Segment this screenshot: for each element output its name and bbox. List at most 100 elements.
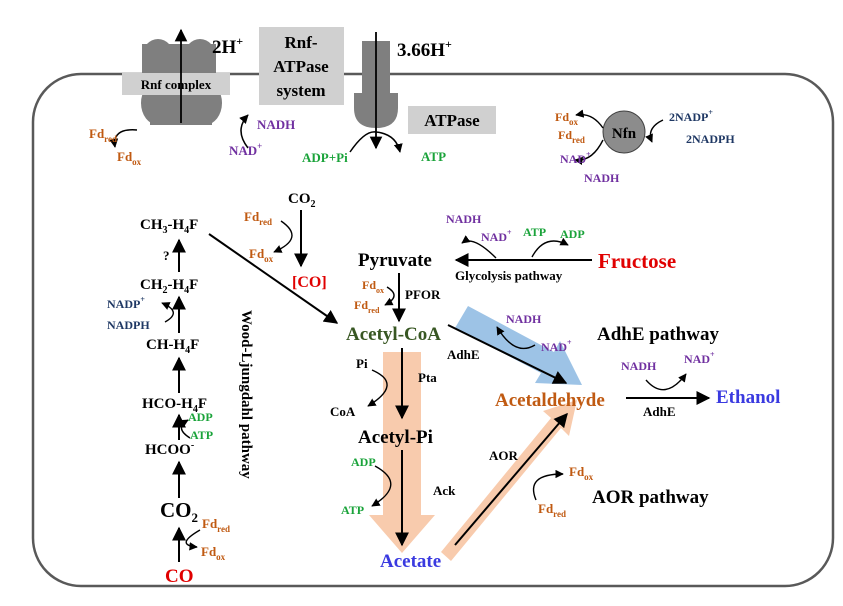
wl-ch2-h4f: CH2-H4F	[140, 277, 198, 296]
rnf-complex-label: Rnf complex	[141, 77, 212, 92]
nfn-fd-arrow	[575, 109, 604, 129]
wl-fd-arrow	[185, 529, 201, 551]
rnf-fd-ox: Fdox	[117, 149, 142, 167]
acetyl-pi: Acetyl-Pi	[358, 427, 433, 448]
wl-nadph-arrow	[161, 302, 174, 323]
system-label-3: system	[276, 81, 325, 100]
carbonyl-fd-red: Fdred	[244, 209, 272, 227]
adhe2-nad-arrow	[645, 373, 687, 391]
ack-adp: ADP	[351, 455, 376, 469]
rnf-nad: NAD+	[229, 141, 262, 158]
membrane-atp: ATP	[421, 149, 446, 164]
adp-pi: ADP+Pi	[302, 150, 348, 165]
wl-co: CO	[165, 566, 194, 587]
system-label-1: Rnf-	[284, 33, 317, 52]
aor-arrow	[454, 412, 568, 546]
ack-atp-arrow	[371, 465, 392, 507]
wl-adp: ADP	[188, 410, 213, 424]
aor-pathway-label: AOR pathway	[592, 487, 709, 508]
pta-pi-arrow	[367, 369, 388, 407]
coa-label: CoA	[330, 404, 356, 419]
wl-co2: CO2	[160, 498, 198, 525]
rnf-protons: 2H+	[212, 34, 243, 58]
pfor-fd-red: Fdred	[354, 298, 380, 315]
aor-label: AOR	[489, 448, 519, 463]
atpase-protons: 3.66H+	[397, 37, 452, 61]
wl-ch3-h4f: CH3-H4F	[140, 217, 198, 236]
aor-fd-red: Fdred	[538, 501, 566, 519]
nfn-label: Nfn	[612, 126, 637, 142]
carbonyl-co2: CO2	[288, 191, 316, 210]
glycolysis-nad-arrow	[461, 235, 497, 259]
nfn-nad: NAD+	[560, 150, 591, 166]
wl-nadph: NADPH	[107, 318, 150, 332]
nfn-nadp: 2NADP+	[669, 108, 713, 124]
carbonyl-fd-arrow	[273, 220, 293, 253]
glycolysis-nad: NAD+	[481, 228, 512, 244]
wl-fd-red: Fdred	[202, 516, 230, 534]
pyruvate: Pyruvate	[358, 250, 432, 271]
atpase-label: ATPase	[424, 111, 480, 130]
nfn-nadp-arrow	[645, 119, 664, 143]
adhe1-nad-arrow	[496, 326, 536, 350]
ethanol: Ethanol	[716, 387, 780, 408]
rnf-fd-red: Fdred	[89, 126, 117, 144]
adhe-pathway-label: AdhE pathway	[597, 324, 719, 345]
adhe-label-1: AdhE	[447, 347, 480, 362]
pfor-fd-arrow	[384, 286, 395, 306]
adhe-flux-arrow	[455, 306, 582, 385]
acetyl-coa: Acetyl-CoA	[346, 324, 441, 345]
rnf-nadh: NADH	[257, 117, 295, 132]
glycolysis-pathway-label: Glycolysis pathway	[455, 268, 563, 283]
glycolysis-adp: ADP	[560, 227, 585, 241]
pi-label: Pi	[356, 356, 368, 371]
rnf-nad-arrow	[239, 114, 249, 149]
nfn-fd-red: Fdred	[558, 128, 585, 145]
rnf-atpase-system-box	[259, 27, 344, 105]
pfor-label: PFOR	[405, 287, 441, 302]
adhe2-nadh: NADH	[621, 359, 657, 373]
nfn-fd-ox: Fdox	[555, 110, 579, 127]
adhe-label-2: AdhE	[643, 404, 676, 419]
pta-label: Pta	[418, 370, 437, 385]
adhe-step1-arrow	[447, 324, 568, 384]
adhe2-nad: NAD+	[684, 350, 715, 366]
carbonyl-co: [CO]	[292, 274, 327, 291]
wl-atp: ATP	[190, 428, 213, 442]
pfor-fd-ox: Fdox	[362, 278, 384, 295]
ack-label: Ack	[433, 483, 456, 498]
cell-membrane	[31, 72, 835, 588]
glycolysis-atp: ATP	[523, 225, 546, 239]
atpase-box	[408, 106, 496, 134]
wl-hco-h4f: HCO-H4F	[142, 396, 207, 415]
wl-nadp: NADP+	[107, 295, 145, 311]
wl-hcoo: HCOO-	[145, 440, 194, 458]
rnf-fd-arrow	[109, 129, 138, 148]
aor-fd-ox: Fdox	[569, 464, 594, 482]
glycolysis-atp-arrow	[531, 237, 569, 258]
adhe1-nadh: NADH	[506, 312, 542, 326]
methyl-to-acetylcoa-arrow	[208, 233, 339, 324]
acetaldehyde: Acetaldehyde	[495, 390, 605, 411]
acetate: Acetate	[380, 551, 441, 572]
wl-atp-arrow	[179, 419, 191, 439]
atp-arrow	[349, 131, 403, 153]
rnf-complex-box	[122, 73, 230, 95]
aor-fd-arrow	[532, 469, 564, 501]
ack-atp: ATP	[341, 503, 364, 517]
adhe1-nad: NAD+	[541, 338, 572, 354]
nfn-nadh: NADH	[584, 171, 620, 185]
wl-ch-h4f: CH-H4F	[146, 337, 199, 356]
nfn-circle	[602, 110, 646, 154]
glycolysis-nadh: NADH	[446, 212, 482, 226]
nfn-nadph: 2NADPH	[686, 132, 735, 146]
wl-pathway-label: Wood-Ljungdahl pathway	[238, 310, 254, 479]
carbonyl-fd-ox: Fdox	[249, 246, 274, 264]
system-label-2: ATPase	[273, 57, 329, 76]
fructose: Fructose	[598, 249, 676, 273]
wl-fd-ox: Fdox	[201, 544, 226, 562]
wl-question: ?	[163, 248, 170, 263]
nfn-nad-arrow	[574, 139, 604, 166]
